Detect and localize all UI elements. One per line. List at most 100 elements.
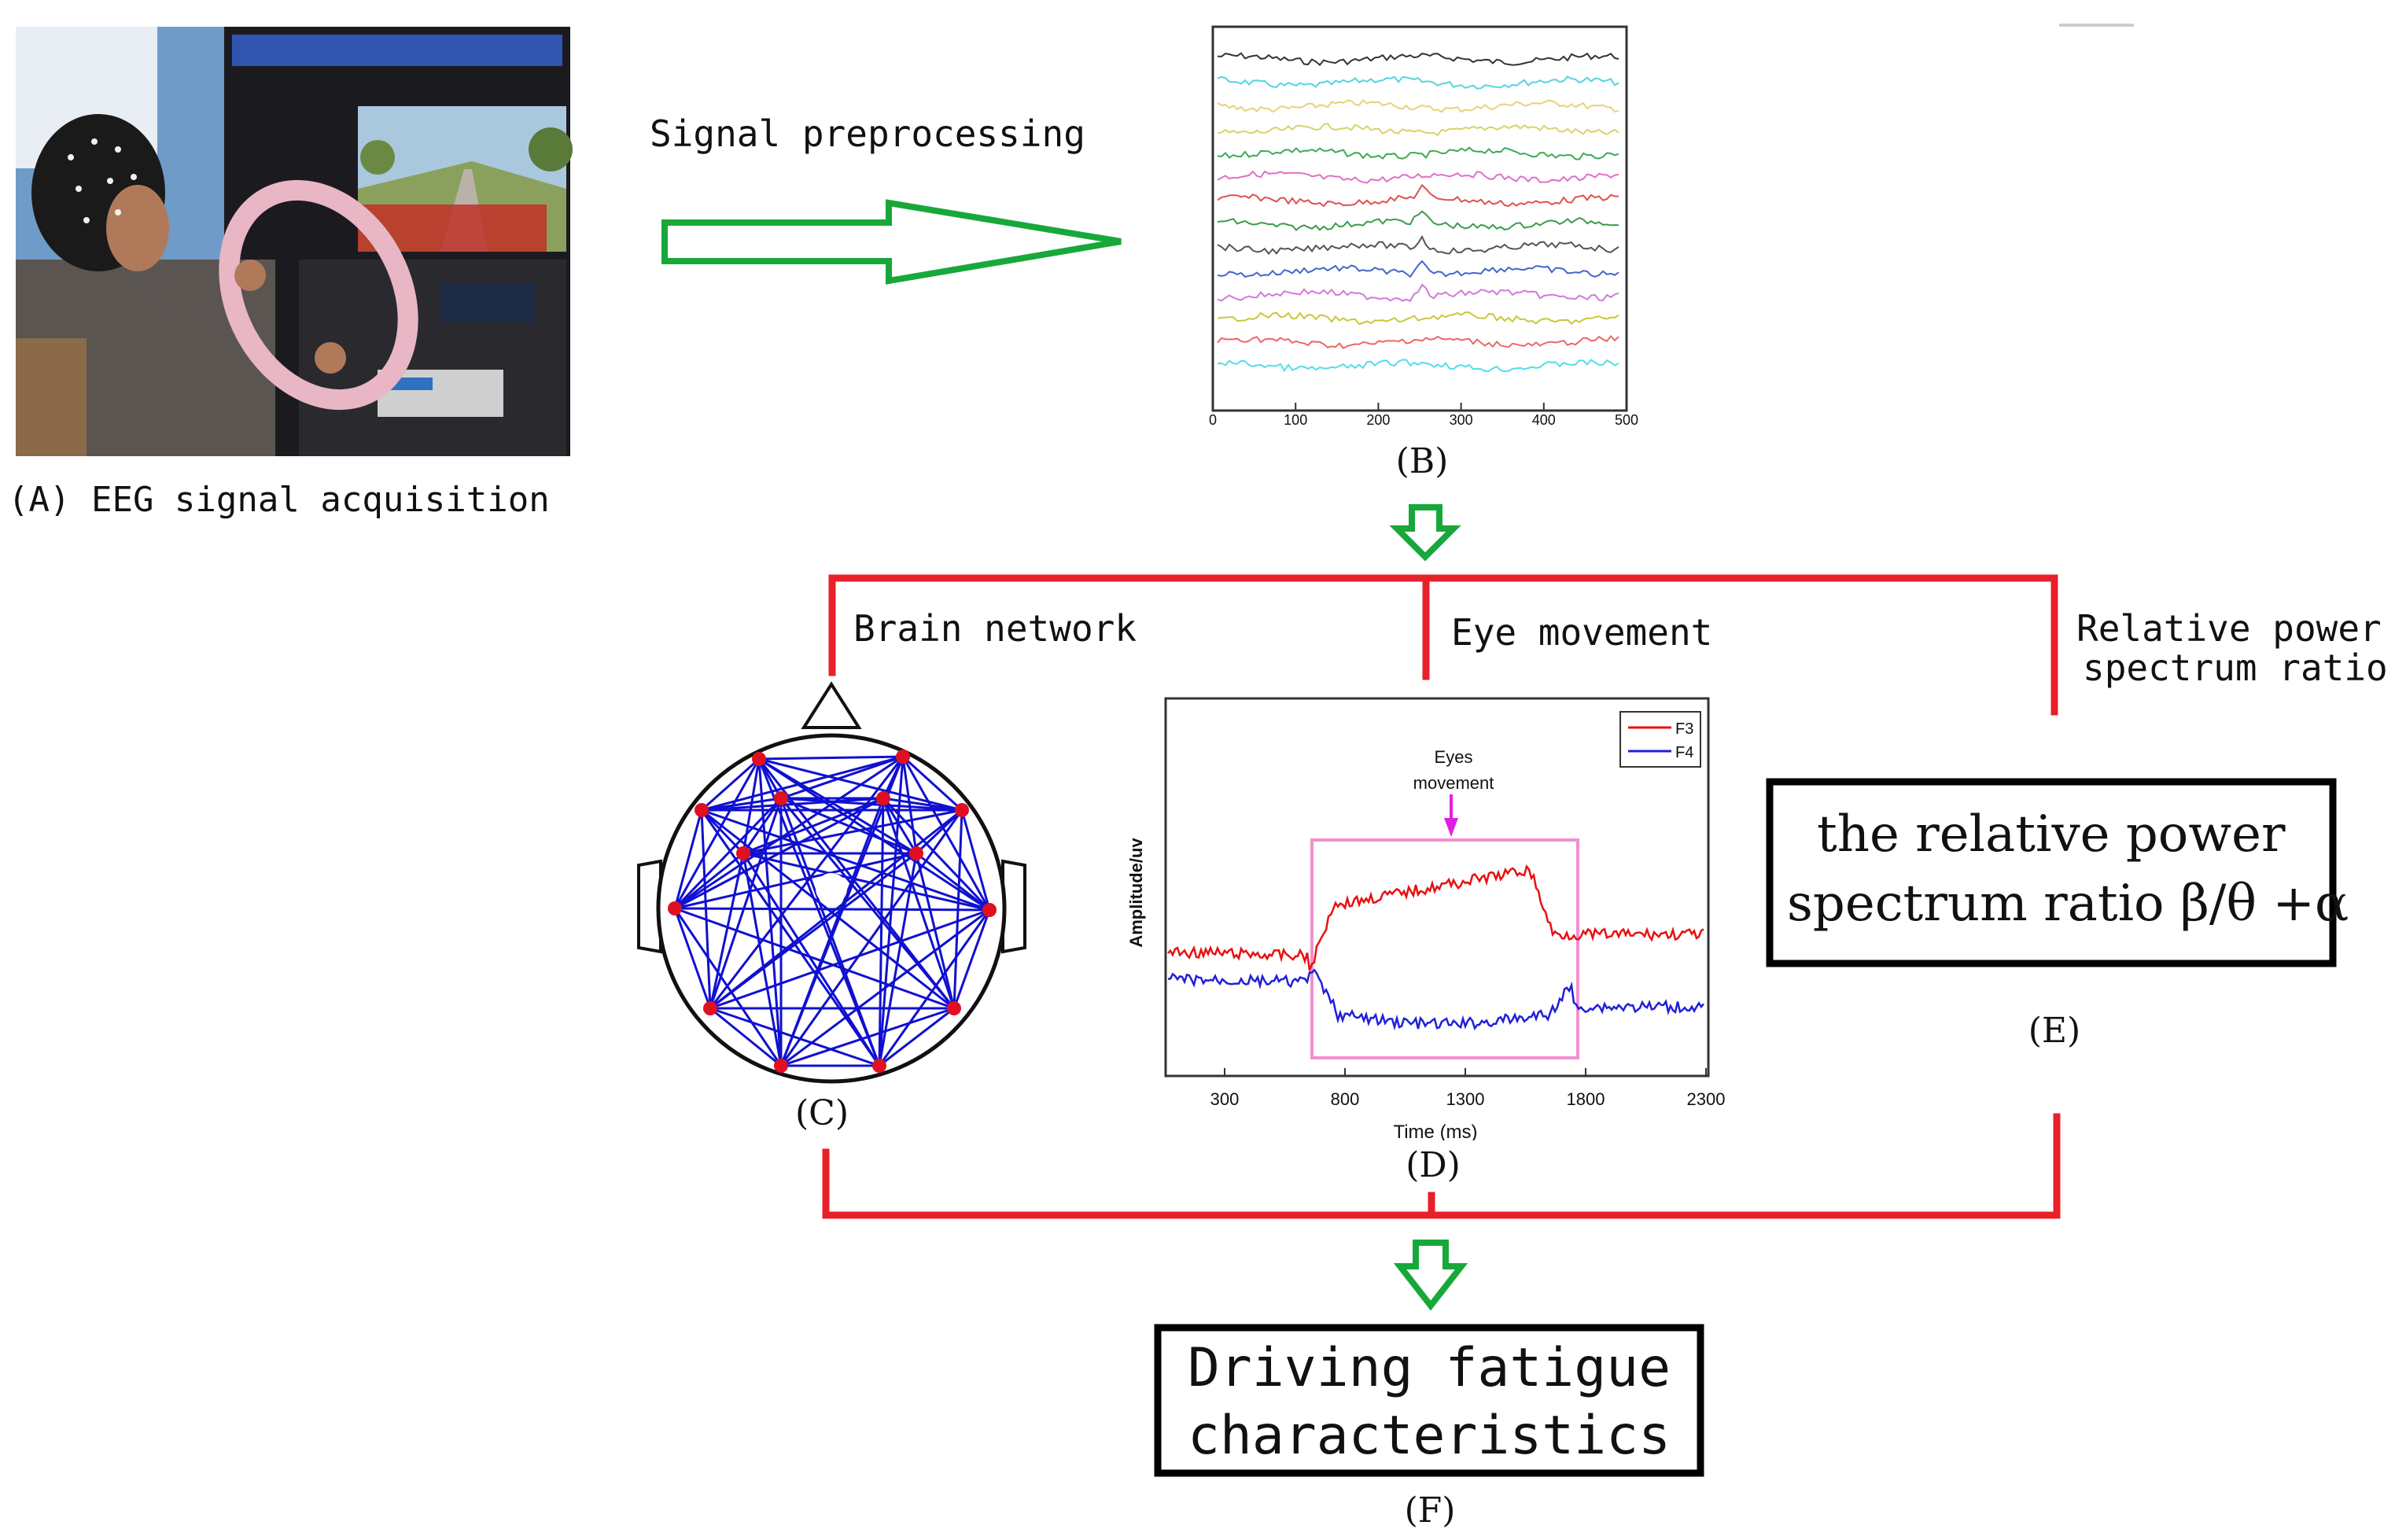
driving-simulator-photo [16, 27, 573, 456]
network-edge [780, 908, 990, 1067]
eye-ylabel: Amplitude/uv [1126, 838, 1146, 948]
eeg-x-tick-label: 400 [1532, 412, 1556, 428]
network-edge [878, 909, 991, 1067]
network-edge [709, 798, 783, 1009]
legend-f3: F3 [1675, 720, 1693, 738]
relative-power-label-line1: Relative power [2076, 607, 2382, 650]
network-edge [916, 852, 990, 912]
brain-network-label: Brain network [853, 607, 1137, 650]
caption-e: (E) [2028, 1011, 2080, 1051]
network-edge [758, 757, 917, 855]
eye-x-tick-label: 1300 [1446, 1089, 1485, 1109]
network-node [668, 901, 682, 916]
network-edge [709, 908, 990, 1010]
eye-movement-highlight [1310, 838, 1579, 1059]
network-edge [673, 809, 703, 909]
eeg-x-tick-label: 200 [1366, 412, 1390, 428]
signal-preprocessing-label: Signal preprocessing [650, 112, 1085, 155]
network-node [752, 752, 766, 766]
top-branch-connector [828, 574, 2058, 716]
network-edge [742, 798, 783, 854]
network-edge [757, 758, 956, 1009]
eeg-trace [1217, 234, 1619, 256]
network-edge [879, 1007, 955, 1067]
driving-fatigue-box [1154, 1324, 1704, 1477]
relative-power-box [1766, 778, 2337, 967]
green-down-arrow-bottom [1393, 1240, 1468, 1311]
eye-x-ticks: 300 800 1300 1800 2300 [1210, 1068, 1726, 1109]
eye-movement-traces [1167, 864, 1704, 1031]
eeg-trace [1217, 98, 1619, 113]
network-edge [960, 809, 991, 911]
network-node [947, 1001, 961, 1015]
legend-box [1619, 711, 1701, 768]
eye-x-tick-label: 2300 [1687, 1089, 1726, 1109]
eye-x-tick-label: 1800 [1567, 1089, 1605, 1109]
caption-a: (A) EEG signal acquisition [8, 480, 550, 520]
network-edge [709, 852, 917, 1010]
eeg-trace [1217, 122, 1619, 137]
eye-x-tick-label: 800 [1331, 1089, 1360, 1109]
eeg-trace [1217, 260, 1619, 278]
brain-network-headmap [637, 681, 1026, 1084]
relative-power-box-line1: the relative power [1817, 805, 2286, 864]
network-edge [701, 757, 760, 812]
eeg-trace-group [1217, 52, 1619, 373]
driving-fatigue-box-line1: Driving fatigue [1188, 1337, 1671, 1399]
network-node [909, 846, 923, 860]
eye-xlabel: Time (ms) [1393, 1122, 1477, 1143]
network-edge [709, 1007, 782, 1067]
network-edge [878, 798, 885, 1067]
relative-power-label-line2: spectrum ratio [2083, 647, 2388, 689]
network-edge [882, 798, 956, 1009]
caption-d: (D) [1406, 1145, 1461, 1185]
network-edge [779, 798, 885, 1067]
network-node [955, 803, 969, 817]
caption-f: (F) [1405, 1490, 1456, 1531]
network-node [736, 846, 750, 860]
network-node [872, 1059, 886, 1073]
network-edge [901, 756, 918, 854]
eye-movement-label: Eye movement [1451, 611, 1712, 654]
eeg-x-tick-label: 300 [1450, 412, 1473, 428]
driving-fatigue-box-line2: characteristics [1188, 1405, 1671, 1467]
eeg-x-tick-label: 500 [1615, 412, 1638, 428]
network-edge [882, 798, 918, 854]
network-edge [709, 853, 745, 1009]
network-edge [673, 908, 783, 1067]
eeg-trace [1217, 283, 1619, 302]
network-edge [779, 798, 956, 1009]
network-edge [673, 797, 783, 910]
eeg-trace [1217, 52, 1619, 67]
network-edge [674, 755, 904, 910]
network-edge [882, 797, 991, 912]
network-edge [901, 755, 964, 812]
eeg-trace [1217, 359, 1619, 373]
green-down-arrow-top [1389, 504, 1461, 562]
eeg-trace [1217, 170, 1619, 184]
network-edge [742, 852, 990, 912]
network-edge [882, 797, 963, 812]
head-center-hole [816, 873, 847, 904]
eye-x-tick-label: 300 [1210, 1089, 1240, 1109]
network-edge [700, 809, 881, 1067]
head-nose [801, 681, 862, 729]
eeg-trace [1217, 146, 1619, 160]
eeg-x-tick-label: 100 [1284, 412, 1307, 428]
network-edge [758, 755, 904, 761]
eeg-trace [1217, 76, 1619, 90]
network-edges [673, 755, 991, 1067]
eeg-trace [1217, 311, 1619, 326]
eeg-trace [1217, 210, 1619, 231]
network-edge [780, 1007, 955, 1067]
network-edge [709, 1007, 880, 1067]
legend-f4: F4 [1675, 744, 1693, 761]
network-edge [674, 852, 744, 910]
network-node [703, 1001, 717, 1015]
network-edge [701, 809, 990, 912]
network-node [774, 791, 788, 805]
eye-trace [1167, 968, 1704, 1031]
